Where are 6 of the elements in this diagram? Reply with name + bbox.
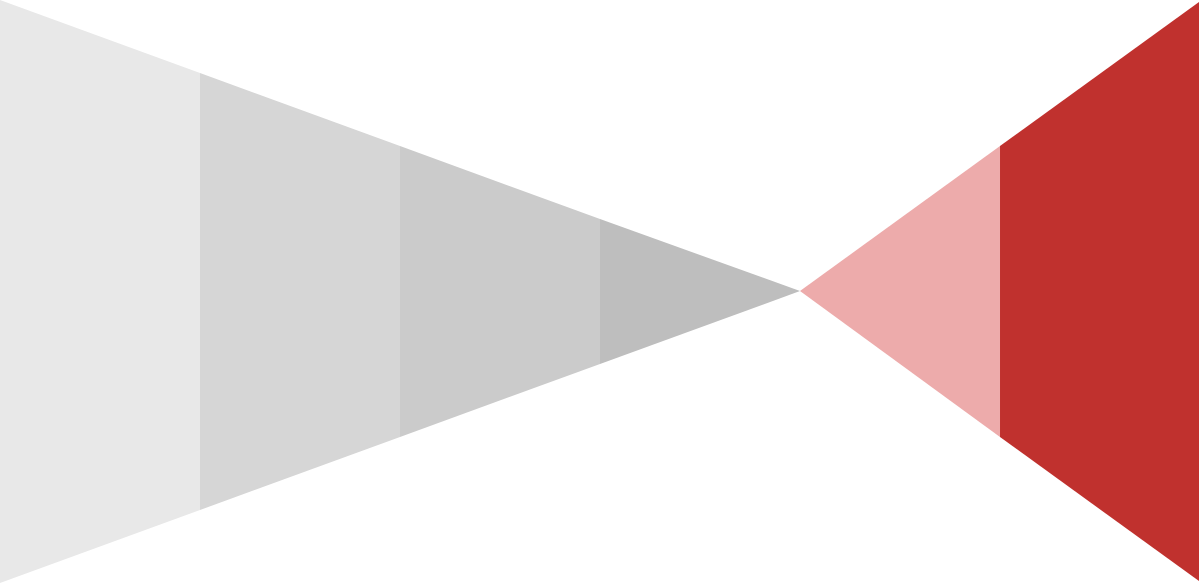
funnel-segment bbox=[0, 0, 200, 583]
triangle-segment bbox=[800, 146, 1000, 437]
funnel-segment bbox=[400, 146, 600, 437]
triangle-segment bbox=[600, 219, 800, 364]
funnel-segment bbox=[1000, 2, 1199, 581]
funnel-segment bbox=[200, 73, 400, 510]
